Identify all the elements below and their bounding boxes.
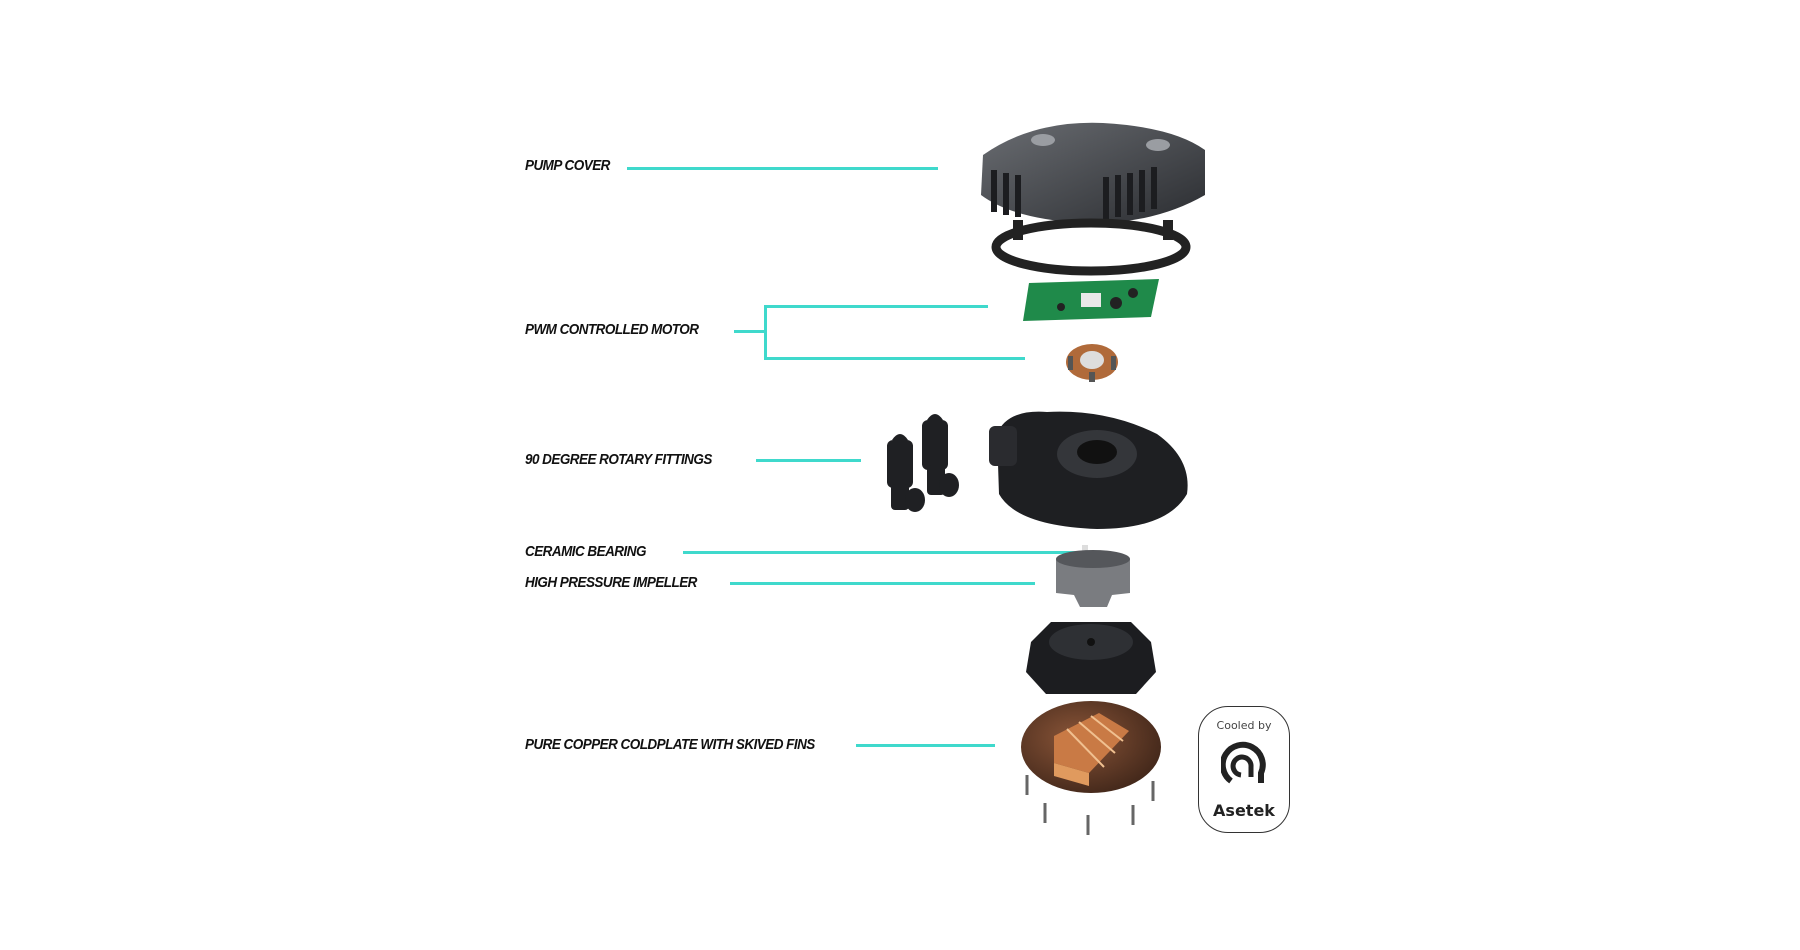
label-coldplate: PURE COPPER COLDPLATE WITH SKIVED FINS xyxy=(525,736,815,753)
cooled-by-asetek-badge: Cooled by Asetek xyxy=(1198,706,1290,833)
leader-line-rotary-fittings xyxy=(756,459,861,462)
motor-stator-image xyxy=(1066,344,1118,382)
label-ceramic-bearing: CERAMIC BEARING xyxy=(525,543,646,560)
rotary-fittings-image xyxy=(887,414,959,512)
leader-line-coldplate xyxy=(856,744,995,747)
screws-image xyxy=(1025,775,1155,835)
impeller-image xyxy=(1056,545,1130,607)
leader-line-pwm-stub xyxy=(734,330,766,333)
leader-line-ceramic-bearing xyxy=(683,551,1079,554)
asetek-logo-icon xyxy=(1221,741,1266,784)
leader-line-pump-cover xyxy=(627,167,938,170)
badge-cooled-by-text: Cooled by xyxy=(1216,719,1272,732)
pump-housing-image xyxy=(989,411,1188,529)
label-rotary-fittings: 90 DEGREE ROTARY FITTINGS xyxy=(525,451,712,468)
leader-line-pwm-pcb xyxy=(764,305,988,308)
label-pump-cover: PUMP COVER xyxy=(525,157,610,174)
leader-line-pwm-stator xyxy=(764,357,1025,360)
badge-brand-text: Asetek xyxy=(1213,801,1275,820)
pump-cover-image xyxy=(981,122,1205,276)
leader-line-impeller xyxy=(730,582,1035,585)
pcb-image xyxy=(1023,279,1159,321)
lower-housing-image xyxy=(1026,622,1156,694)
label-pwm-motor: PWM CONTROLLED MOTOR xyxy=(525,321,699,338)
leader-line-pwm-bracket xyxy=(764,305,767,359)
label-impeller: HIGH PRESSURE IMPELLER xyxy=(525,574,697,591)
copper-coldplate-image xyxy=(1021,701,1161,793)
